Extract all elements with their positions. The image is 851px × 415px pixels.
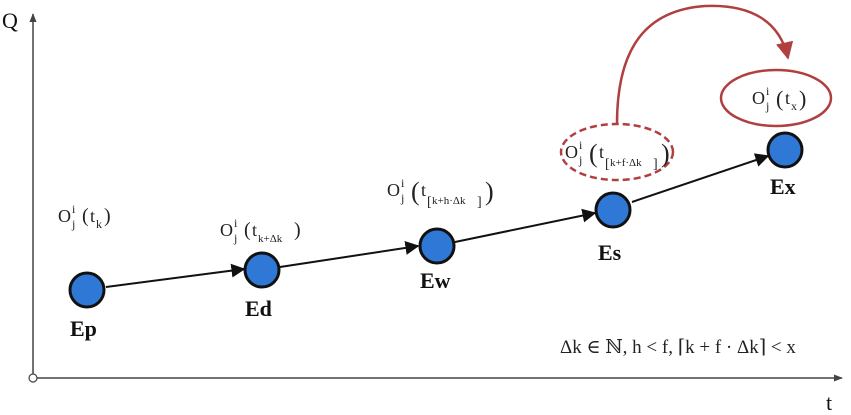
annotation-ep: O i j ( t k ) bbox=[58, 202, 111, 231]
annotation-ew-open-paren: ( bbox=[411, 177, 420, 206]
stage-label-ex: Ex bbox=[770, 174, 796, 199]
annotation-ex-open-paren: ( bbox=[776, 86, 783, 111]
annotation-es-open-bracket: [ bbox=[605, 157, 610, 172]
annotation-ep-close-paren: ) bbox=[104, 205, 111, 227]
annotation-es-open-paren: ( bbox=[589, 139, 598, 168]
annotation-ew-sub: j bbox=[400, 191, 404, 205]
annotation-ex-arg-sub: x bbox=[791, 99, 797, 113]
stage-labels: Ep Ed Ew Es Ex bbox=[70, 174, 796, 341]
annotation-ex-base: O bbox=[752, 88, 765, 108]
annotation-ex-close-paren: ) bbox=[799, 86, 806, 111]
annotation-ex-sub: j bbox=[765, 99, 769, 113]
x-axis-label: t bbox=[826, 390, 832, 415]
annotation-es-sup: i bbox=[579, 138, 583, 152]
annotation-ew-open-bracket: [ bbox=[427, 195, 432, 210]
annotation-es-arg: t bbox=[599, 142, 604, 162]
annotation-ed-arg-sub: k+Δk bbox=[258, 233, 283, 245]
annotation-es-base: O bbox=[565, 142, 578, 162]
annotation-ep-arg-sub: k bbox=[96, 217, 102, 231]
annotation-ep-sup: i bbox=[72, 202, 76, 216]
highlights bbox=[559, 4, 833, 182]
annotation-ep-open-paren: ( bbox=[82, 205, 89, 227]
annotation-ed-arg: t bbox=[252, 220, 257, 240]
stage-label-ed: Ed bbox=[245, 296, 272, 321]
stage-node-ex[interactable] bbox=[766, 131, 804, 169]
stage-node-ew[interactable] bbox=[418, 227, 456, 265]
stage-arrows bbox=[105, 153, 770, 288]
stage-nodes bbox=[68, 131, 804, 309]
annotation-ew: O i j ( t [ k+h·Δk ] ) bbox=[387, 176, 494, 210]
annotation-ed-close-paren: ) bbox=[294, 219, 301, 241]
arrow-ew-es bbox=[454, 208, 597, 243]
annotation-ed: O i j ( t k+Δk ) bbox=[220, 216, 301, 245]
annotation-ed-base: O bbox=[220, 220, 233, 240]
annotation-ex-arg: t bbox=[785, 88, 790, 108]
promotion-arrow bbox=[615, 4, 794, 125]
arrow-ep-ed bbox=[105, 263, 246, 288]
stage-node-ed[interactable] bbox=[243, 251, 281, 289]
annotation-ex: O i j ( t x ) bbox=[752, 84, 806, 113]
annotation-ew-close-bracket: ] bbox=[477, 195, 482, 210]
stage-label-es: Es bbox=[598, 240, 622, 265]
annotation-ep-base: O bbox=[58, 206, 71, 226]
annotation-es: O i j ( t [ k+f·Δk ] ) bbox=[565, 138, 670, 172]
stage-node-es[interactable] bbox=[594, 191, 632, 229]
origin-point bbox=[28, 373, 38, 383]
annotation-es-close-paren: ) bbox=[661, 139, 670, 168]
annotation-ew-arg: t bbox=[421, 180, 426, 200]
condition-text: Δk ∈ ℕ, h < f, ⌈k + f · Δk⌉ < x bbox=[560, 337, 796, 358]
y-axis-label: Q bbox=[2, 8, 18, 33]
stage-node-ep[interactable] bbox=[68, 271, 106, 309]
annotations: O i j ( t k ) O i j ( t k+Δk ) O i j ( t… bbox=[58, 84, 806, 245]
annotation-ep-arg: t bbox=[90, 206, 95, 226]
arrow-es-ex bbox=[631, 153, 770, 203]
annotation-ed-sup: i bbox=[234, 216, 238, 230]
annotation-ep-sub: j bbox=[71, 217, 75, 231]
annotation-ed-open-paren: ( bbox=[244, 219, 251, 241]
stage-label-ew: Ew bbox=[420, 268, 451, 293]
arrow-ed-ew bbox=[279, 240, 420, 268]
annotation-ew-sup: i bbox=[401, 176, 405, 190]
annotation-ex-sup: i bbox=[766, 84, 770, 98]
annotation-ew-base: O bbox=[387, 180, 400, 200]
stage-label-ep: Ep bbox=[70, 316, 97, 341]
axes: Q t bbox=[2, 8, 843, 415]
annotation-ew-arg-sub: k+h·Δk bbox=[432, 195, 466, 207]
annotation-es-sub: j bbox=[578, 153, 582, 167]
annotation-ew-close-paren: ) bbox=[485, 177, 494, 206]
annotation-ed-sub: j bbox=[233, 231, 237, 245]
ex-annotation-solid-outline bbox=[719, 68, 833, 128]
annotation-es-close-bracket: ] bbox=[653, 157, 658, 172]
annotation-es-arg-sub: k+f·Δk bbox=[610, 157, 642, 169]
